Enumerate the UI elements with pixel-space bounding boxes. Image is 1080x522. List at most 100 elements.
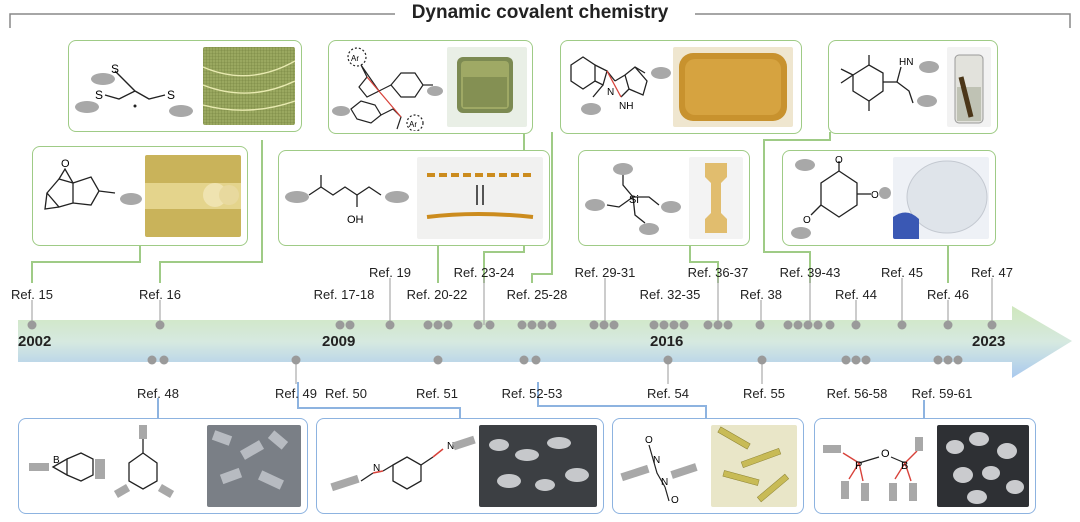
timeline-node [527, 320, 537, 330]
chem-label: Si [629, 194, 639, 206]
timeline-node [659, 320, 669, 330]
ref-label: Ref. 50 [325, 386, 367, 401]
timeline-node [953, 355, 963, 365]
year-label-2023: 2023 [972, 333, 1006, 350]
timeline-node [485, 320, 495, 330]
svg-text:N: N [661, 477, 668, 488]
chem-label: Ar [409, 120, 417, 129]
molecule-structure: S S S [75, 62, 193, 117]
chemistry-card-top-1: S S S [68, 40, 302, 132]
timeline-node [433, 355, 443, 365]
svg-text:N: N [653, 455, 660, 466]
figure-title: Dynamic covalent chemistry [411, 2, 669, 23]
chem-label: NH [619, 101, 633, 112]
ref-label: Ref. 25-28 [506, 287, 568, 302]
timeline-node [841, 355, 851, 365]
timeline-node [987, 320, 997, 330]
timeline-node [679, 320, 689, 330]
ref-label: Ref. 49 [275, 386, 317, 401]
year-label-2016: 2016 [650, 333, 684, 350]
timeline-node [547, 320, 557, 330]
chemistry-card-top-4: HN [828, 40, 998, 134]
molecule-structure: Si [585, 163, 681, 235]
timeline-node [703, 320, 713, 330]
chemistry-card-top-2: Ar Ar [328, 40, 533, 134]
chemistry-card-mid-1: O [32, 146, 248, 246]
timeline-node [669, 320, 679, 330]
timeline-node [537, 320, 547, 330]
svg-text:S: S [167, 88, 175, 102]
molecule-structure: N NH [570, 56, 671, 115]
vial-photo [947, 47, 991, 127]
svg-text:O: O [835, 155, 843, 166]
molecule-structure: Ar Ar [332, 47, 443, 131]
chemistry-card-top-3: N NH [560, 40, 802, 134]
crystal-photo [711, 425, 797, 507]
chemistry-card-bottom-1: B [18, 418, 308, 514]
disc-photo [893, 157, 989, 239]
chemistry-card-mid-4: O O O [782, 150, 996, 246]
ref-label: Ref. 20-22 [406, 287, 468, 302]
svg-text:O: O [61, 158, 70, 170]
timeline-node [517, 320, 527, 330]
timeline-node [783, 320, 793, 330]
chem-label: N [607, 87, 614, 98]
sem-photo [937, 425, 1029, 507]
ref-label: Ref. 59-61 [911, 386, 973, 401]
timeline-node [589, 320, 599, 330]
molecule-structure: OH [285, 175, 409, 226]
ref-label: Ref. 52-53 [501, 386, 563, 401]
ref-label: Ref. 47 [971, 265, 1013, 280]
svg-text:B: B [901, 460, 908, 472]
molecule-structure: N N [330, 435, 476, 492]
timeline-node [793, 320, 803, 330]
chem-label: OH [347, 214, 364, 226]
ref-label: Ref. 44 [835, 287, 877, 302]
timeline-node [851, 320, 861, 330]
molecule-structure: O [44, 158, 142, 210]
timeline-node [757, 355, 767, 365]
ref-label: Ref. 46 [927, 287, 969, 302]
timeline-node [649, 320, 659, 330]
timeline-node [609, 320, 619, 330]
ref-label: Ref. 17-18 [313, 287, 375, 302]
chemistry-card-bottom-2: N N [316, 418, 604, 514]
timeline-node [813, 320, 823, 330]
ref-label: Ref. 38 [740, 287, 782, 302]
chem-label: P [855, 460, 862, 472]
chem-label: O [881, 448, 890, 460]
chemistry-card-mid-3: Si [578, 150, 750, 246]
chemistry-card-bottom-3: O N N O [612, 418, 804, 514]
ref-label: Ref. 36-37 [687, 265, 749, 280]
ref-label: Ref. 54 [647, 386, 689, 401]
timeline-node [27, 320, 37, 330]
timeline-node [897, 320, 907, 330]
sem-photo [479, 425, 597, 507]
svg-text:O: O [671, 495, 679, 506]
timeline-node [755, 320, 765, 330]
molecule-structure: P O B [823, 437, 923, 501]
chem-label: B [53, 455, 60, 466]
sem-photo [207, 425, 301, 507]
timeline-node [599, 320, 609, 330]
timeline-node [713, 320, 723, 330]
year-label-2009: 2009 [322, 333, 356, 350]
svg-text:N: N [373, 463, 380, 474]
timeline-node [825, 320, 835, 330]
ref-label: Ref. 56-58 [826, 386, 888, 401]
timeline-node [861, 355, 871, 365]
molecule-structure: O O O [791, 155, 891, 239]
timeline-node [345, 320, 355, 330]
ref-label: Ref. 45 [881, 265, 923, 280]
timeline-node [933, 355, 943, 365]
ref-label: Ref. 23-24 [453, 265, 515, 280]
timeline-node [433, 320, 443, 330]
molecule-structure: O N N O [620, 435, 698, 506]
amber-block-photo [673, 47, 793, 127]
ref-label: Ref. 32-35 [639, 287, 701, 302]
svg-text:O: O [871, 190, 879, 201]
cube-photo [447, 47, 527, 127]
ref-label: Ref. 15 [11, 287, 53, 302]
grid-photo [203, 47, 295, 125]
